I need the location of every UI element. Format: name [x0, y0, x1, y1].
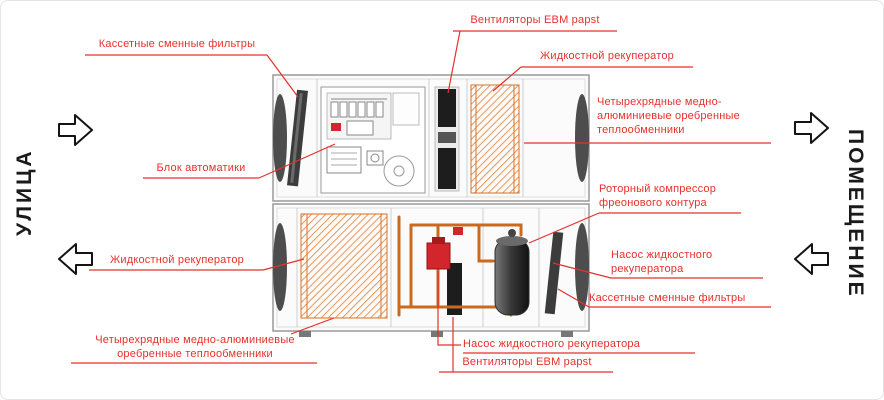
flow-arrows [58, 112, 829, 275]
control-box [320, 86, 426, 194]
arrow-street-out [58, 243, 93, 275]
recuperator-pump [426, 227, 463, 270]
label-heat-exchangers-bottom: Четырехрядные медно-алюминиевые оребренн… [95, 334, 295, 360]
label-filters-right: Кассетные сменные фильтры [589, 292, 746, 304]
fan-top [434, 86, 460, 192]
label-fans-bottom: Вентиляторы EBM papst [462, 356, 592, 368]
duct-connectors [273, 94, 589, 311]
arrow-street-in [58, 114, 93, 146]
label-rotary-compressor: Роторный компрессор фреонового контура [599, 183, 717, 209]
fan-bottom [447, 263, 462, 315]
filter-cassette-right [544, 231, 564, 315]
side-label-street: УЛИЦА [13, 148, 36, 236]
side-label-room: ПОМЕЩЕНИЕ [844, 129, 867, 299]
unit-foot [561, 331, 573, 337]
leader-lines [71, 30, 771, 373]
arrow-room-supply [794, 112, 829, 144]
heat-exchanger-bottom [300, 213, 388, 319]
label-recuperator-pump-bottom: Насос жидкостного рекуператора [463, 338, 641, 350]
heat-exchanger-top [470, 84, 520, 194]
label-recuperator-top: Жидкостной рекуператор [540, 50, 674, 62]
unit-foot [299, 331, 311, 337]
label-recuperator-left: Жидкостной рекуператор [110, 254, 244, 266]
label-fans-top: Вентиляторы EBM papst [470, 14, 600, 26]
compressor [494, 229, 530, 316]
unit-foot [431, 331, 443, 337]
label-recuperator-pump-right: Насос жидкостного рекуператора [611, 249, 713, 275]
label-automation-unit: Блок автоматики [156, 162, 246, 174]
filter-cassette-top [287, 89, 308, 187]
label-filters-top: Кассетные сменные фильтры [98, 38, 256, 50]
arrow-room-return [794, 243, 829, 275]
label-heat-exchangers-right: Четырехрядные медно-алюминиевые оребренн… [597, 96, 740, 136]
